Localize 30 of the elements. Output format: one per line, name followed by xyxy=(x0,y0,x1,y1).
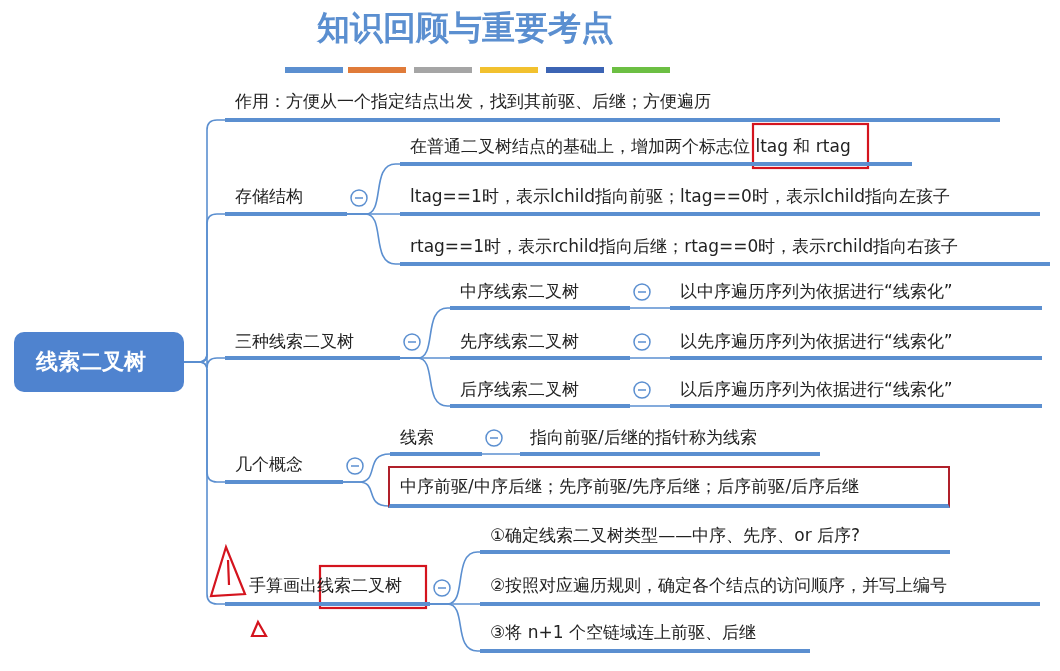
topic-label: 指向前驱/后继的指针称为线索 xyxy=(520,422,820,456)
connector-line xyxy=(399,357,451,407)
connector-line xyxy=(629,357,671,359)
topic-label: 线索 xyxy=(390,422,482,456)
topic-label: 在普通二叉树结点的基础上，增加两个标志位 ltag 和 rtag xyxy=(400,130,912,166)
root-topic-box: 线索二叉树 xyxy=(14,332,184,392)
topic-label: 几个概念 xyxy=(225,448,343,484)
topic-label: 以后序遍历序列为依据进行“线索化” xyxy=(670,374,1042,408)
topic-label: 中序线索二叉树 xyxy=(450,276,630,310)
topic-label: 以中序遍历序列为依据进行“线索化” xyxy=(670,276,1042,310)
topic-label: 中序前驱/中序后继；先序前驱/先序后继；后序前驱/后序后继 xyxy=(388,466,950,508)
topic-label: 后序线索二叉树 xyxy=(450,374,630,408)
connector-line xyxy=(346,213,401,265)
connector-line xyxy=(629,307,671,309)
topic-label: 作用：方便从一个指定结点出发，找到其前驱、后继；方便遍历 xyxy=(225,84,1000,122)
topic-label: 以先序遍历序列为依据进行“线索化” xyxy=(670,326,1042,360)
topic-label: ①确定线索二叉树类型——中序、先序、or 后序? xyxy=(480,520,950,554)
topic-label: ②按照对应遍历规则，确定各个结点的访问顺序，并写上编号 xyxy=(480,568,1040,606)
topic-label: rtag==1时，表示rchild指向后继；rtag==0时，表示rchild指向右孩子 xyxy=(400,230,1050,266)
connector-line xyxy=(481,453,521,455)
connector-line xyxy=(429,603,481,652)
topic-label: ltag==1时，表示lchild指向前驱；ltag==0时，表示lchild指向左孩子 xyxy=(400,180,1040,216)
topic-label: ③将 n+1 个空链域连上前驱、后继 xyxy=(480,615,810,653)
connector-line xyxy=(629,405,671,407)
title: 知识回顾与重要考点 xyxy=(315,7,615,49)
connector-line xyxy=(183,361,226,605)
connector-line xyxy=(342,481,390,507)
topic-label: 先序线索二叉树 xyxy=(450,326,630,360)
topic-label: 三种线索二叉树 xyxy=(225,326,400,360)
topic-label: 存储结构 xyxy=(225,180,347,216)
